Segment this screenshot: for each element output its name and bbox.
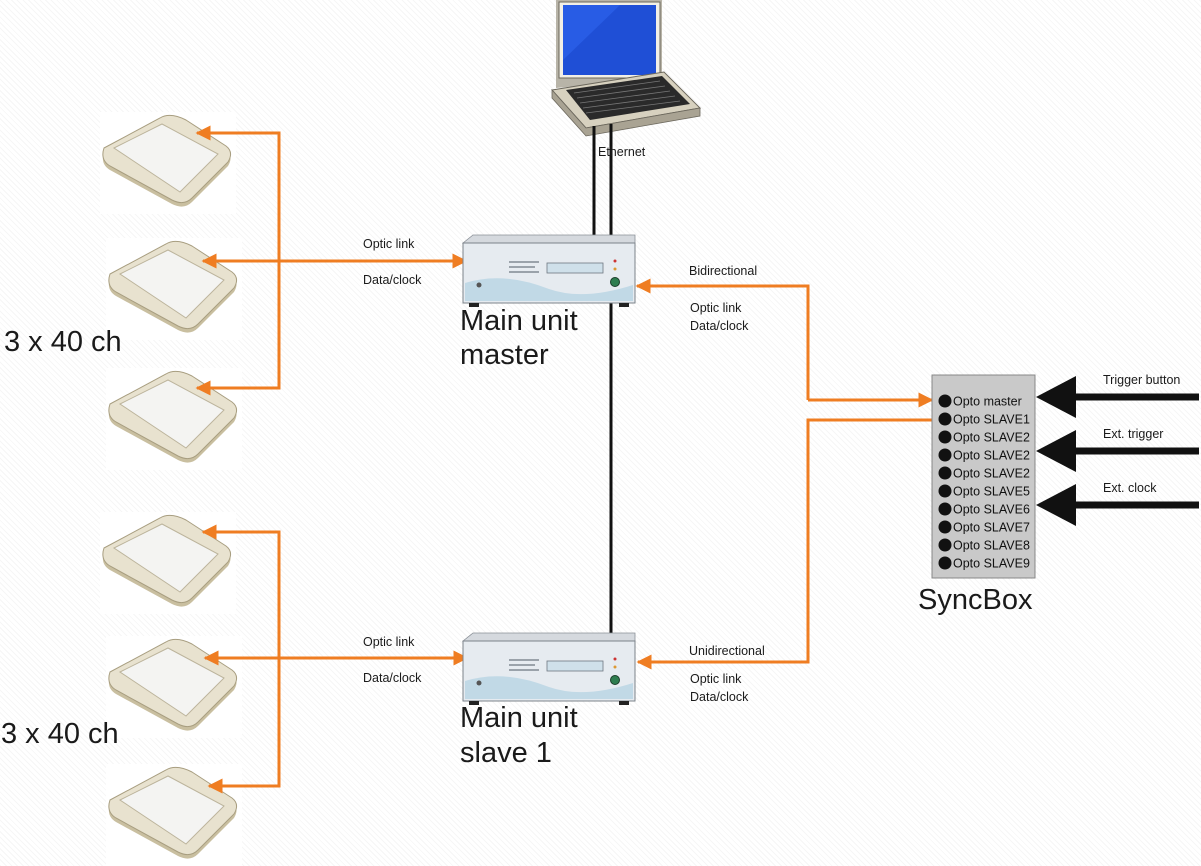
channels-bottom-label: 3 x 40 ch [1,718,119,750]
port-dot-icon [938,556,952,570]
main-unit-master-icon [462,234,636,308]
ethernet-label: Ethernet [598,145,646,159]
syncbox-port-label: Opto SLAVE2 [953,467,1030,481]
master-optic-links [195,125,468,396]
external-inputs [1036,376,1199,526]
port-dot-icon [938,394,952,408]
main-unit-master-title: Main unit [460,305,578,337]
main-unit-slave-icon [462,632,636,706]
port-dot-icon [938,520,952,534]
ethernet-cable [592,124,613,238]
syncbox-port-label: Opto SLAVE7 [953,521,1030,535]
syncbox-port: Opto master [938,394,1022,409]
syncbox-title: SyncBox [918,584,1033,616]
syncbox-port-label: Opto SLAVE2 [953,431,1030,445]
syncbox-port: Opto SLAVE5 [938,484,1030,499]
unidirectional-label: Unidirectional [689,644,765,658]
port-dot-icon [938,466,952,480]
sensor-pad-icon [105,763,243,866]
arrow-left-icon [1036,484,1076,526]
optic-link-label-sync-slave: Optic link [690,672,742,686]
syncbox-port-label: Opto master [953,395,1022,409]
sensor-pad-icon [105,635,243,739]
syncbox-port-label: Opto SLAVE2 [953,449,1030,463]
sensor-pad-icon [105,237,243,341]
ext-clock-label: Ext. clock [1103,481,1157,495]
bidirectional-label: Bidirectional [689,264,757,278]
data-clock-label-master: Data/clock [363,273,422,287]
main-unit-slave-title: Main unit [460,702,578,734]
port-dot-icon [938,502,952,516]
syncbox-port: Opto SLAVE2 [938,430,1030,445]
sensor-pad-icon [99,111,237,215]
arrow-left-icon [1036,430,1076,472]
sensor-pad-icon [105,367,243,471]
optic-link-label-master: Optic link [363,237,415,251]
trigger-button-label: Trigger button [1103,373,1180,387]
data-clock-label-sync-slave: Data/clock [690,690,749,704]
port-dot-icon [938,448,952,462]
syncbox-port-label: Opto SLAVE5 [953,485,1030,499]
syncbox-port: Opto SLAVE2 [938,448,1030,463]
optic-link-label-slave: Optic link [363,635,415,649]
port-dot-icon [938,430,952,444]
syncbox-optic-links [635,278,934,670]
data-clock-label-slave: Data/clock [363,671,422,685]
port-dot-icon [938,538,952,552]
port-dot-icon [938,412,952,426]
syncbox-port-label: Opto SLAVE9 [953,557,1030,571]
syncbox-port: Opto SLAVE1 [938,412,1030,427]
data-clock-label-sync-master: Data/clock [690,319,749,333]
syncbox-port-label: Opto SLAVE6 [953,503,1030,517]
syncbox-port-label: Opto SLAVE1 [953,413,1030,427]
syncbox-port: Opto SLAVE7 [938,520,1030,535]
syncbox-port: Opto SLAVE9 [938,556,1030,571]
main-unit-slave-subtitle: slave 1 [460,737,552,769]
channels-top-label: 3 x 40 ch [4,326,122,358]
slave-optic-links [201,524,469,794]
optic-link-label-sync-master: Optic link [690,301,742,315]
port-dot-icon [938,484,952,498]
syncbox-port: Opto SLAVE8 [938,538,1030,553]
syncbox-port-label: Opto SLAVE8 [953,539,1030,553]
syncbox-port: Opto SLAVE2 [938,466,1030,481]
ext-trigger-label: Ext. trigger [1103,427,1163,441]
arrow-left-icon [1036,376,1076,418]
syncbox-port: Opto SLAVE6 [938,502,1030,517]
main-unit-master-subtitle: master [460,339,549,371]
sensor-pad-icon [99,511,237,615]
laptop-icon [551,0,702,137]
